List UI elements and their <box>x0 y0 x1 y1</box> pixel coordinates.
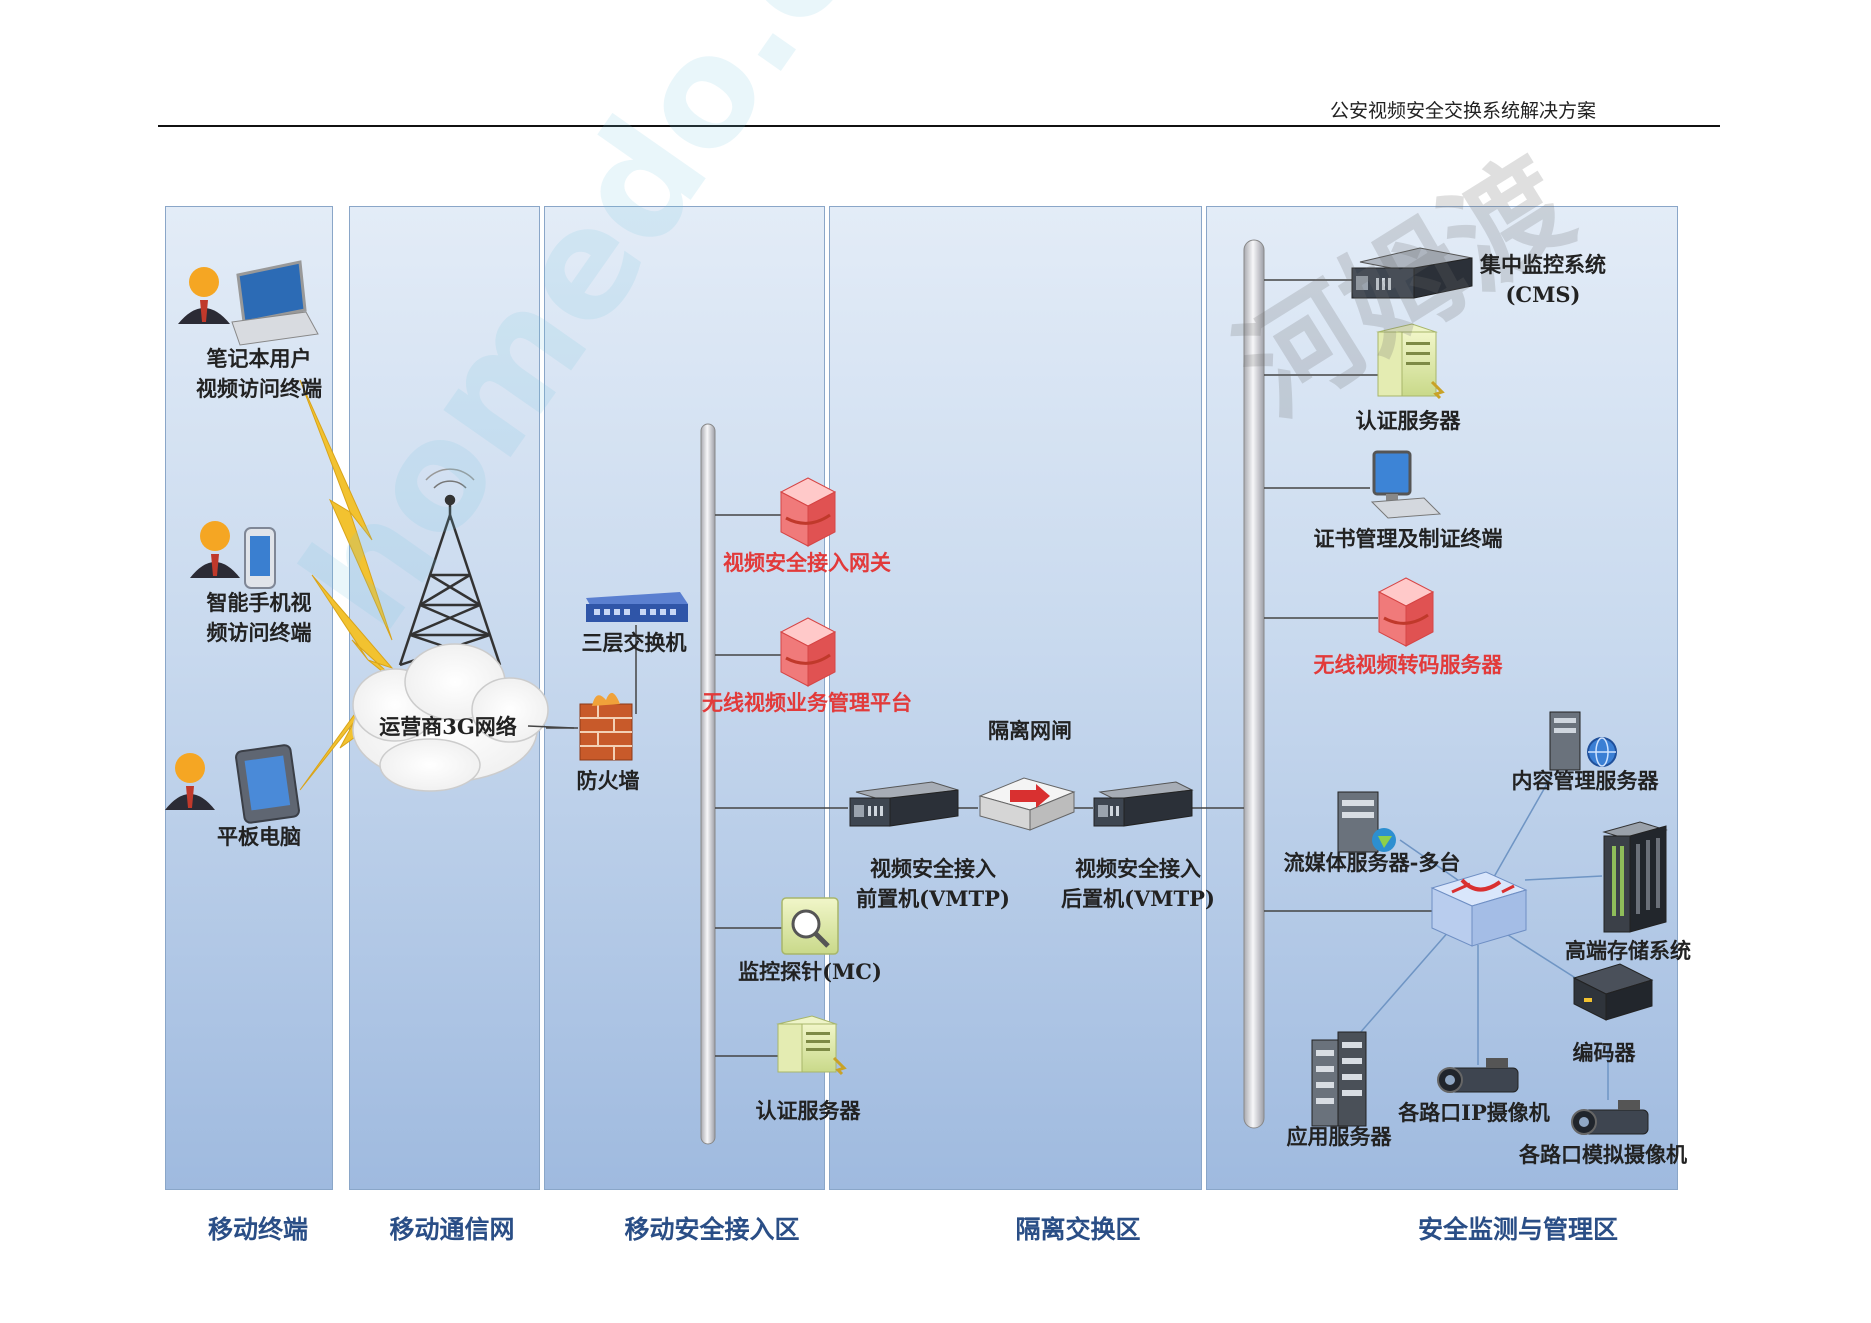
label-phone-user: 智能手机视 频访问终端 <box>206 590 312 645</box>
cms-server-icon <box>1351 247 1473 299</box>
cell-tower-icon <box>398 468 502 667</box>
label-video-gateway: 视频安全接入网关 <box>723 550 891 575</box>
label-cms: 集中监控系统 (CMS) <box>1480 252 1606 307</box>
core-router-icon <box>1430 871 1528 947</box>
label-isolation-gate: 隔离网闸 <box>988 718 1072 743</box>
zone-label-mobile-network: 移动通信网 <box>389 1215 515 1244</box>
streaming-server-icon <box>1337 791 1396 853</box>
zone-label-secure-access: 移动安全接入区 <box>624 1215 800 1244</box>
label-front-vmtp: 视频安全接入 前置机(VMTP) <box>856 856 1010 911</box>
zone-label-isolation: 隔离交换区 <box>1015 1215 1141 1244</box>
encoder-icon <box>1572 963 1654 1021</box>
label-laptop-user: 笔记本用户 视频访问终端 <box>196 346 322 401</box>
l3-switch-icon <box>586 592 688 622</box>
label-firewall: 防火墙 <box>576 768 640 793</box>
transcode-cube-icon <box>1377 577 1435 647</box>
content-server-icon <box>1549 711 1617 771</box>
label-streaming-server: 流媒体服务器-多台 <box>1283 850 1461 875</box>
label-l3-switch: 三层交换机 <box>581 630 687 655</box>
label-app-server: 应用服务器 <box>1286 1124 1392 1149</box>
label-transcode-server: 无线视频转码服务器 <box>1313 652 1503 677</box>
platform-cube-icon <box>779 617 837 687</box>
zone-label-monitoring: 安全监测与管理区 <box>1417 1215 1619 1244</box>
isolation-gate-icon <box>978 777 1076 831</box>
label-analog-camera: 各路口模拟摄像机 <box>1519 1142 1687 1167</box>
monitor-probe-icon <box>781 897 839 955</box>
access-auth-server-icon <box>776 1015 847 1076</box>
ip-camera-icon <box>1437 1058 1519 1093</box>
label-content-server: 内容管理服务器 <box>1511 768 1659 793</box>
firewall-icon <box>579 692 633 761</box>
header-title: 公安视频安全交换系统解决方案 <box>1330 100 1597 122</box>
zone-label-mobile-terminal: 移动终端 <box>207 1215 309 1244</box>
management-connections <box>1264 279 1432 912</box>
label-cert-terminal: 证书管理及制证终端 <box>1313 526 1503 551</box>
label-storage: 高端存储系统 <box>1565 938 1691 963</box>
lightning-laptop <box>299 379 393 641</box>
storage-system-icon <box>1602 821 1668 933</box>
zone-isolation <box>829 206 1202 1190</box>
management-backbone-bus <box>1243 239 1265 1129</box>
app-server-icon <box>1311 1031 1367 1127</box>
zone-monitoring <box>1206 206 1678 1190</box>
gateway-cube-icon <box>779 477 837 547</box>
carrier-cloud-icon <box>352 643 549 792</box>
zone-mobile-terminal <box>165 206 333 1190</box>
analog-camera-icon <box>1571 1100 1649 1135</box>
label-encoder: 编码器 <box>1572 1040 1636 1065</box>
label-monitor-probe: 监控探针(MC) <box>738 959 882 984</box>
phone-user-icon <box>190 521 276 589</box>
laptop-user-icon <box>178 260 319 346</box>
tablet-user-icon <box>165 744 300 824</box>
cert-terminal-icon <box>1370 450 1442 519</box>
access-backbone-bus <box>700 423 716 1145</box>
label-carrier-cloud: 运营商3G网络 <box>379 714 517 739</box>
label-mgmt-platform: 无线视频业务管理平台 <box>702 690 912 715</box>
label-tablet: 平板电脑 <box>217 824 301 849</box>
label-back-vmtp: 视频安全接入 后置机(VMTP) <box>1061 856 1215 911</box>
mgmt-auth-server-icon <box>1376 323 1445 400</box>
label-ip-camera: 各路口IP摄像机 <box>1398 1100 1550 1125</box>
label-access-auth: 认证服务器 <box>755 1098 861 1123</box>
label-mgmt-auth: 认证服务器 <box>1355 408 1461 433</box>
front-vmtp-icon <box>849 781 959 827</box>
back-vmtp-icon <box>1093 781 1194 827</box>
header-rule <box>158 125 1720 127</box>
